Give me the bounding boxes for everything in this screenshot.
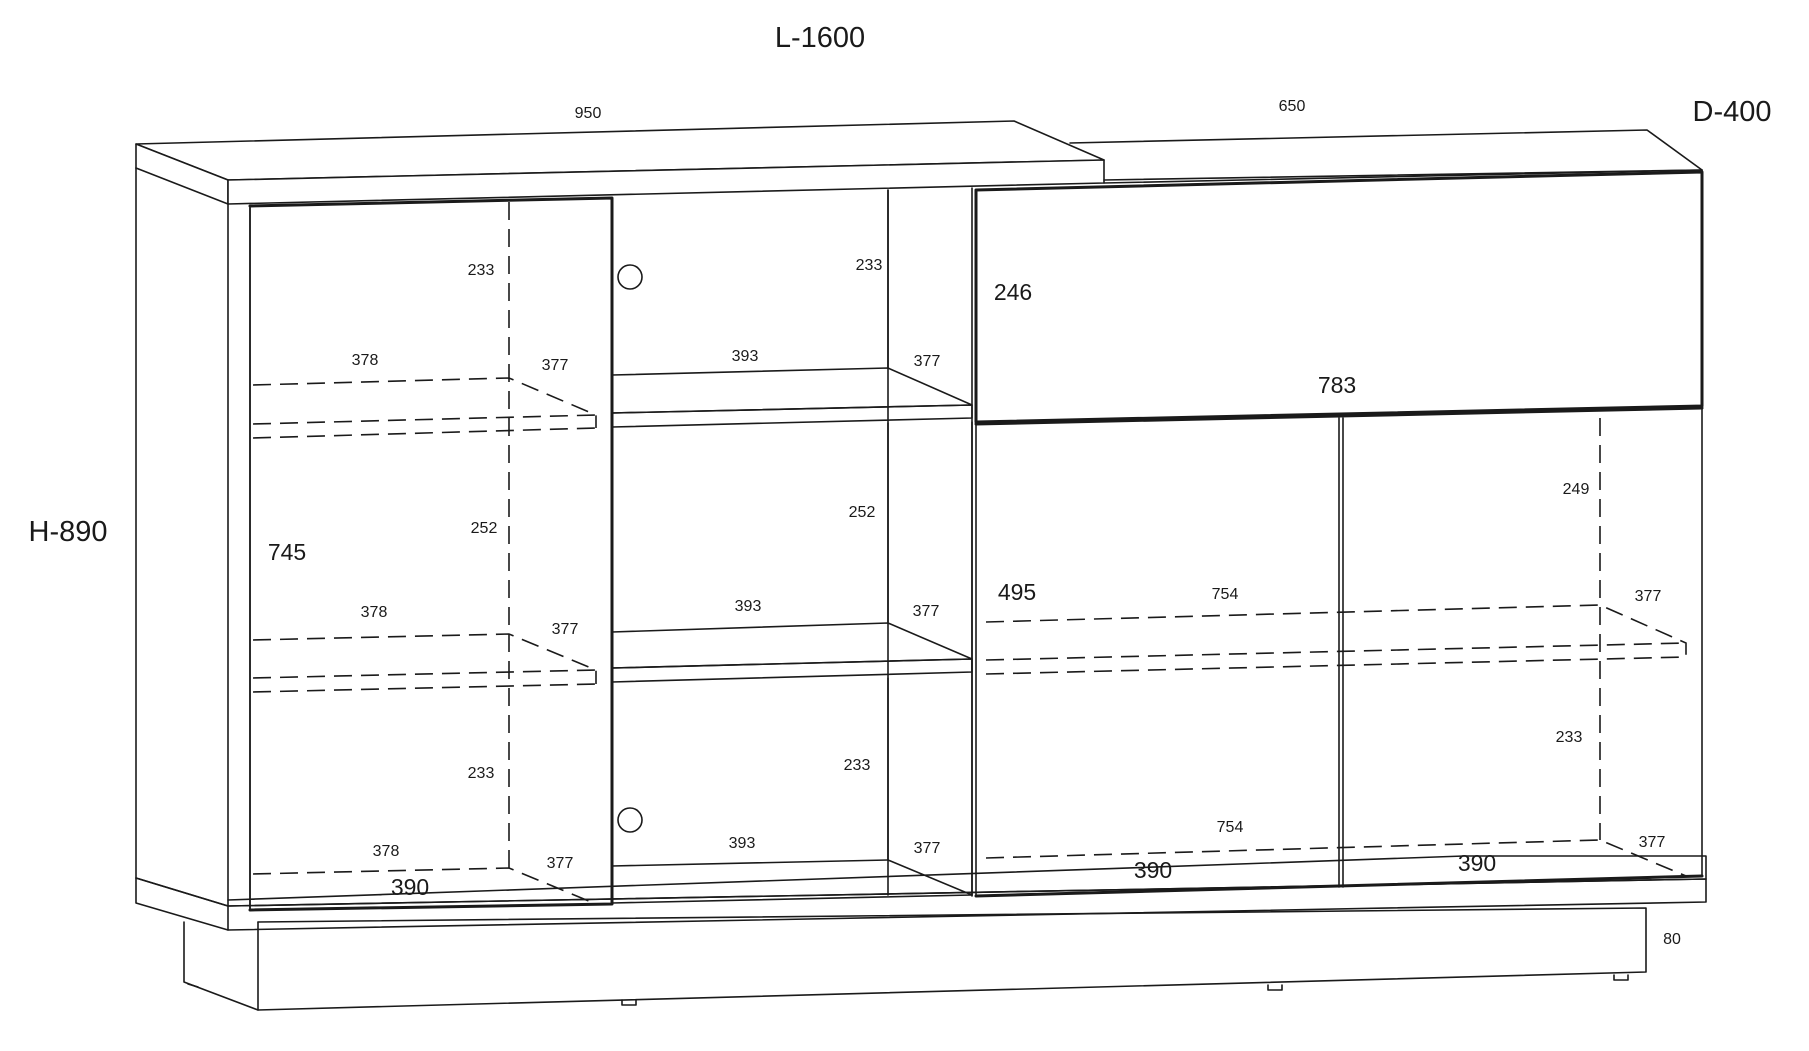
left-bottom-height-label: 233 xyxy=(468,765,495,782)
top-right-panel xyxy=(1069,129,1703,184)
bottom-knob-icon xyxy=(617,807,643,833)
middle-bottom-width-label: 393 xyxy=(729,835,756,852)
left-side-panel xyxy=(135,167,251,911)
left-top-height-label: 233 xyxy=(468,262,495,279)
middle-middle-height-label: 252 xyxy=(849,504,876,521)
right-bottom-depth-label: 377 xyxy=(1639,834,1666,851)
right-lower-height-label: 233 xyxy=(1556,729,1583,746)
right-shelf-depth-label: 377 xyxy=(1635,588,1662,605)
right-upper-height-label: 249 xyxy=(1563,481,1590,498)
middle-section xyxy=(611,187,973,905)
right-door-height-label: 495 xyxy=(998,579,1036,605)
left-lower-shelf-depth-label: 377 xyxy=(552,621,579,638)
overall-height-label: H-890 xyxy=(29,516,108,548)
left-door-width-label: 390 xyxy=(391,874,429,900)
overall-depth-label: D-400 xyxy=(1693,96,1772,128)
left-upper-shelf-depth-label: 377 xyxy=(542,357,569,374)
middle-bottom-depth-label: 377 xyxy=(914,840,941,857)
right-door-left-width-label: 390 xyxy=(1134,857,1172,883)
left-bottom-depth-label: 377 xyxy=(547,855,574,872)
right-drawer xyxy=(974,170,1704,424)
left-upper-shelf-width-label: 378 xyxy=(352,352,379,369)
left-middle-height-label: 252 xyxy=(471,520,498,537)
drawer-height-label: 246 xyxy=(994,279,1032,305)
left-lower-shelf-width-label: 378 xyxy=(361,604,388,621)
middle-lower-shelf-width-label: 393 xyxy=(735,598,762,615)
middle-bottom-height-label: 233 xyxy=(844,757,871,774)
plinth xyxy=(183,907,1647,1011)
middle-upper-shelf-width-label: 393 xyxy=(732,348,759,365)
middle-lower-shelf-depth-label: 377 xyxy=(913,603,940,620)
overall-length-label: L-1600 xyxy=(775,22,865,54)
right-door-right-width-label: 390 xyxy=(1458,850,1496,876)
right-cabinet-interior xyxy=(985,418,1687,877)
top-right-width-label: 650 xyxy=(1279,98,1306,115)
plinth-height-label: 80 xyxy=(1663,931,1681,948)
right-doors xyxy=(971,406,1704,898)
left-door-height-label: 745 xyxy=(268,539,306,565)
top-left-width-label: 950 xyxy=(575,105,602,122)
knob-icons xyxy=(617,264,643,833)
drawer-width-label: 783 xyxy=(1318,372,1356,398)
left-bottom-width-label: 378 xyxy=(373,843,400,860)
left-cabinet-interior xyxy=(252,202,597,905)
right-shelf-width-label: 754 xyxy=(1212,586,1239,603)
top-knob-icon xyxy=(617,264,643,290)
middle-upper-shelf-depth-label: 377 xyxy=(914,353,941,370)
right-bottom-width-label: 754 xyxy=(1217,819,1244,836)
middle-top-height-label: 233 xyxy=(856,257,883,274)
top-left-panel xyxy=(135,120,1105,205)
